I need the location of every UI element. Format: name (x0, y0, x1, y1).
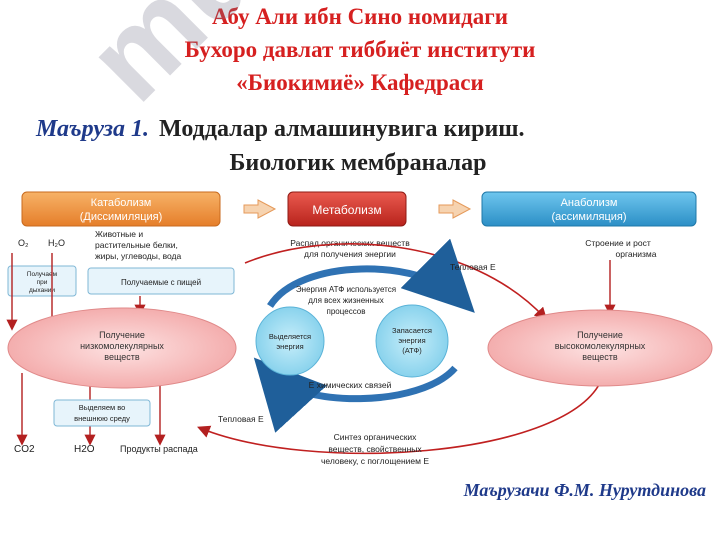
decay-text: Распад органических веществ для получени… (290, 238, 410, 259)
high-molecular-ellipse: Получение высокомолекулярных веществ (487, 309, 713, 387)
breathing-box: Получаем при дыхании (7, 265, 77, 297)
svg-text:веществ, свойственных: веществ, свойственных (328, 444, 422, 454)
svg-text:Получаем: Получаем (27, 271, 58, 278)
institution-line-1: Абу Али ибн Сино номидаги (211, 4, 508, 29)
svg-text:внешнюю среду: внешнюю среду (74, 414, 130, 423)
svg-text:Животные и: Животные и (95, 229, 143, 239)
svg-text:Синтез органических: Синтез органических (334, 432, 418, 442)
lecturer-name: Маърузачи Ф.М. Нурутдинова (463, 480, 706, 500)
svg-text:Выделяется: Выделяется (269, 332, 311, 341)
h2o-out-label: H2O (74, 444, 95, 455)
department-name: «Биокимиё» Кафедраси (236, 70, 484, 95)
lecture-topic-line-1: Моддалар алмашинувига кириш. (159, 116, 525, 142)
svg-text:(Диссимиляция): (Диссимиляция) (80, 211, 163, 223)
svg-text:веществ: веществ (582, 352, 618, 362)
svg-text:организма: организма (615, 249, 656, 259)
metabolism-box: Метаболизм (287, 191, 407, 227)
svg-text:жиры, углеводы, вода: жиры, углеводы, вода (95, 251, 182, 261)
food-received-box: Получаемые с пищей (87, 267, 235, 295)
svg-text:Получение: Получение (577, 330, 623, 340)
lecture-topic-line-2: Биологик мембраналар (229, 150, 487, 176)
svg-text:человеку, с поглощением Е: человеку, с поглощением Е (321, 456, 429, 466)
heat-energy-top: Тепловая Е (450, 262, 496, 272)
arrow-right-icon (438, 199, 472, 219)
svg-text:Получение: Получение (99, 330, 145, 340)
h2o-in-label: H₂O (48, 238, 65, 248)
svg-text:для получения энергии: для получения энергии (304, 249, 396, 259)
anabolism-box: Анаболизм (ассимиляция) (481, 191, 697, 227)
released-energy-circle: Выделяется энергия (255, 306, 325, 376)
low-molecular-ellipse: Получение низкомолекулярных веществ (7, 307, 237, 389)
chem-bond-energy: Е химических связей (309, 380, 392, 390)
lecture-number: Маъруза 1. (36, 116, 150, 142)
svg-text:Катаболизм: Катаболизм (91, 197, 152, 209)
svg-text:энергия: энергия (276, 342, 303, 351)
lower-red-arrow (197, 382, 601, 455)
lecture-title: Маъруза 1. Моддалар алмашинувига кириш. Б… (36, 112, 696, 180)
metabolism-diagram: Катаболизм (Диссимиляция) Метаболизм Ана… (6, 191, 713, 466)
svg-text:дыхании: дыхании (29, 287, 55, 294)
svg-text:высокомолекулярных: высокомолекулярных (555, 341, 646, 351)
svg-text:при: при (37, 279, 48, 286)
svg-text:Метаболизм: Метаболизм (312, 203, 381, 217)
growth-text: Строение и рост организма (585, 238, 656, 259)
excreted-box: Выделяем во внешнюю среду (53, 399, 151, 427)
svg-text:Анаболизм: Анаболизм (561, 197, 618, 209)
svg-text:Распад органических веществ: Распад органических веществ (290, 238, 410, 248)
svg-text:(АТФ): (АТФ) (402, 346, 422, 355)
svg-text:для всех жизненных: для всех жизненных (308, 296, 384, 305)
o2-label: O₂ (18, 238, 29, 248)
arrow-left-icon (243, 199, 277, 219)
svg-text:Получаемые с пищей: Получаемые с пищей (121, 278, 201, 287)
svg-text:Энергия АТФ используется: Энергия АТФ используется (296, 285, 396, 294)
institution-line-2: Бухоро давлат тиббиёт институти (184, 37, 536, 62)
institution-header: Абу Али ибн Сино номидаги Бухоро давлат … (0, 0, 720, 99)
svg-text:Выделяем во: Выделяем во (79, 403, 126, 412)
food-text: Животные и растительные белки, жиры, угл… (95, 229, 182, 261)
atp-cycle-bottom-arrow (253, 357, 458, 433)
svg-text:Запасается: Запасается (392, 326, 432, 335)
synthesis-text: Синтез органических веществ, свойственны… (321, 432, 429, 466)
svg-text:энергия: энергия (398, 336, 425, 345)
svg-text:растительные белки,: растительные белки, (95, 240, 178, 250)
svg-text:веществ: веществ (104, 352, 140, 362)
svg-text:процессов: процессов (327, 307, 366, 316)
svg-text:Строение и рост: Строение и рост (585, 238, 651, 248)
svg-text:(ассимиляция): (ассимиляция) (551, 211, 626, 223)
co2-label: CO2 (14, 444, 35, 455)
upper-red-arrow (244, 243, 548, 321)
atp-cycle-top-arrow (267, 238, 475, 313)
svg-text:низкомолекулярных: низкомолекулярных (80, 341, 164, 351)
heat-energy-bottom: Тепловая Е (218, 414, 264, 424)
decay-products-label: Продукты распада (120, 444, 198, 454)
catabolism-box: Катаболизм (Диссимиляция) (21, 191, 221, 227)
stored-energy-circle: Запасается энергия (АТФ) (375, 304, 449, 378)
atp-use-text: Энергия АТФ используется для всех жизнен… (296, 285, 396, 316)
